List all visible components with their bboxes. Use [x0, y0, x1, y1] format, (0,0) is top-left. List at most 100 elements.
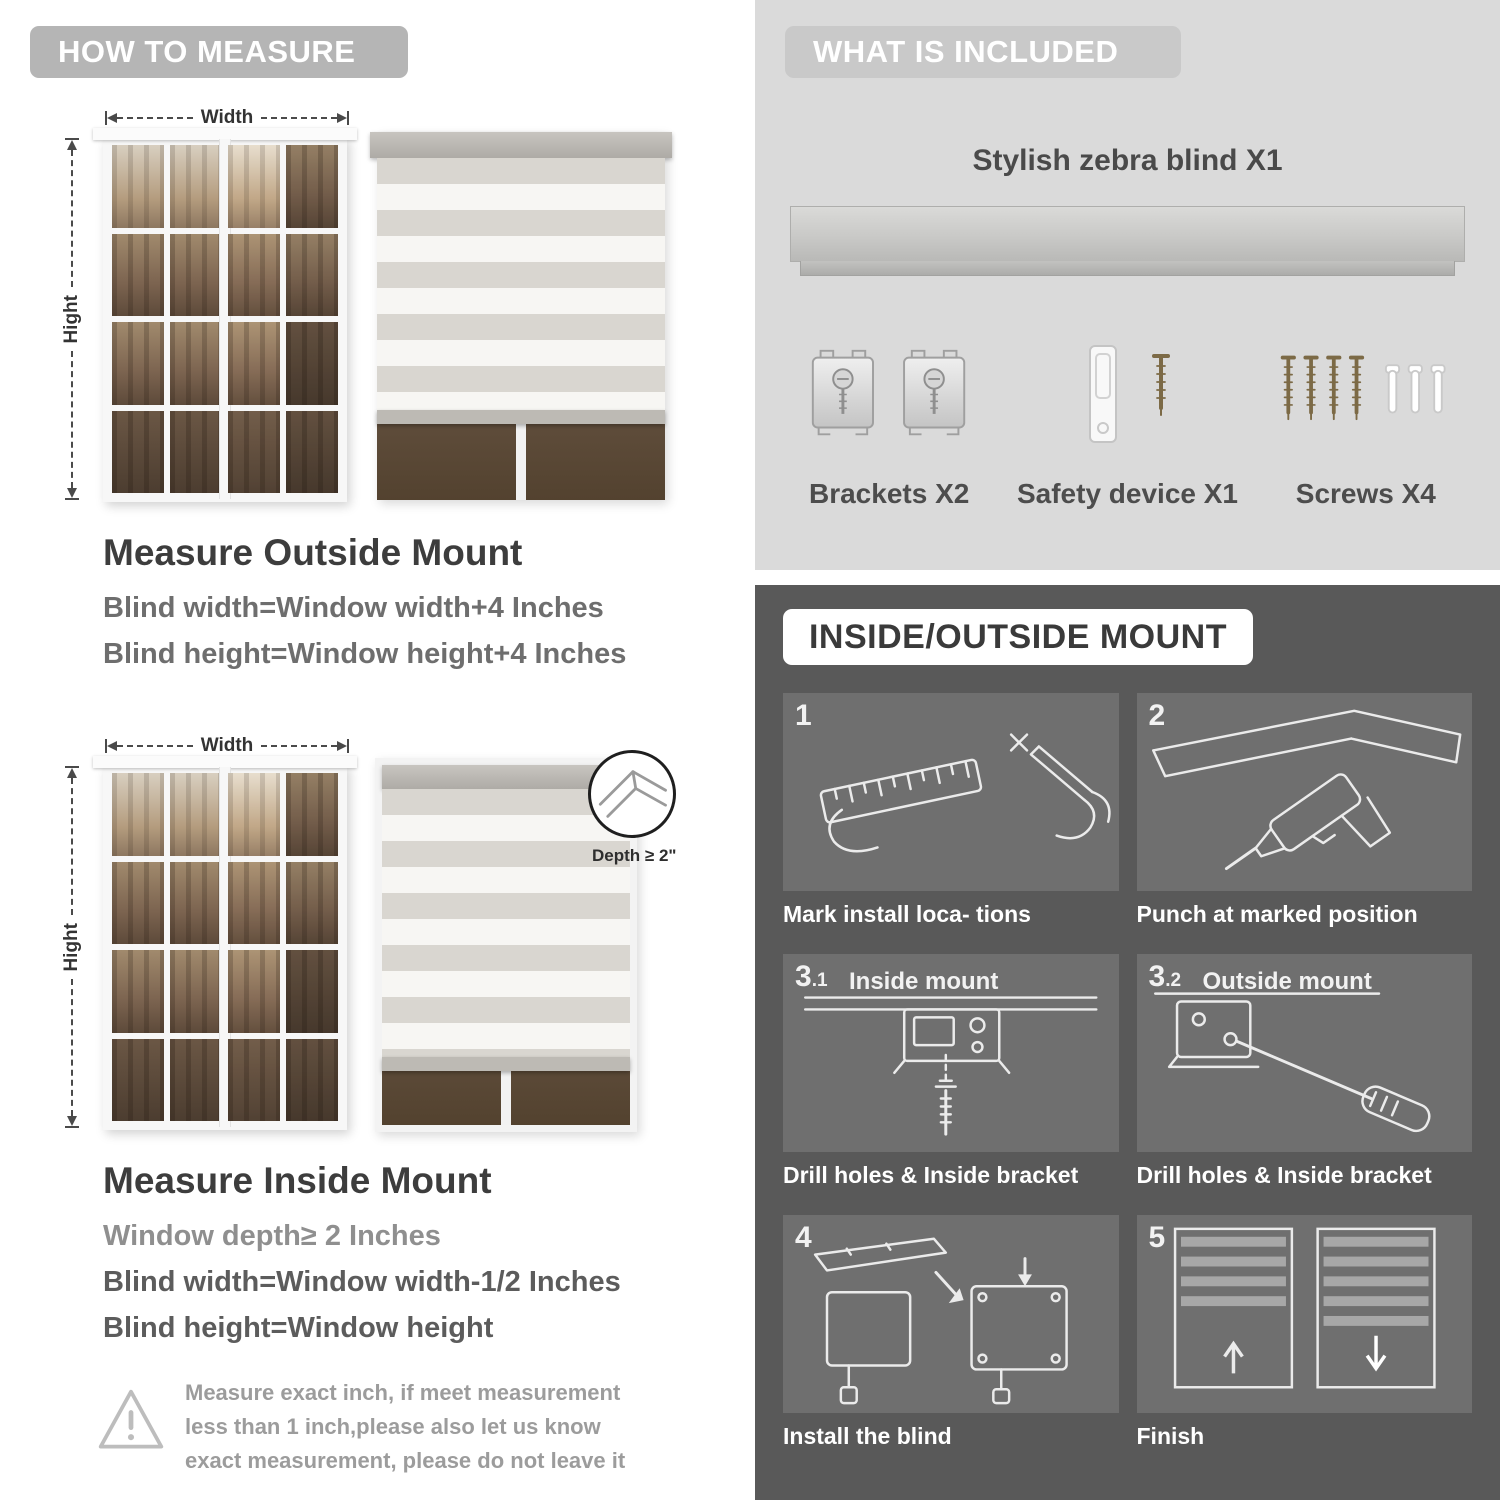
window-pane [228, 950, 280, 1033]
outside-formula-height: Blind height=Window height+4 Inches [103, 638, 627, 670]
arrow-up-icon [67, 768, 77, 778]
height-label: Hight [61, 294, 82, 344]
window-pane [228, 410, 280, 493]
safety-device-label: Safety device X1 [1016, 478, 1238, 509]
window-pane [170, 410, 222, 493]
window-pane [170, 145, 222, 228]
step-1-caption: Mark install loca- tions [783, 901, 1031, 927]
window-pane [112, 145, 164, 228]
screws-icon [1271, 320, 1461, 470]
arrow-tick [65, 766, 79, 768]
step-3-2: 3.2 Outside mount [1136, 954, 1472, 1189]
arrow-dash [117, 745, 193, 747]
frame-corner-detail-icon [598, 770, 667, 818]
step-3-1-panel: 3.1 Inside mount [783, 954, 1119, 1152]
width-dimension-arrow: Width [105, 107, 349, 128]
step-5-panel: 5 [1136, 1215, 1472, 1413]
what-is-included-header: WHAT IS INCLUDED [785, 26, 1181, 78]
arrow-dash [261, 745, 337, 747]
arrow-right-icon [337, 741, 347, 751]
mount-section-header: INSIDE/OUTSIDE MOUNT [783, 609, 1253, 665]
inside-bracket-illustration-icon [803, 996, 1098, 1136]
included-item-screws: Screws X4 [1247, 320, 1485, 510]
window-pane [170, 773, 222, 856]
included-item-safety-device: Safety device X1 [1008, 320, 1246, 510]
arrow-dash [71, 351, 73, 489]
step-1: 1 [783, 693, 1119, 928]
arrow-tick [65, 1126, 79, 1129]
window-pane [112, 322, 164, 405]
install-blind-illustration-icon [813, 1237, 1068, 1405]
arrow-dash [117, 117, 193, 119]
window-pane [286, 861, 338, 944]
blind-headrail-bottom [800, 261, 1455, 276]
height-dimension-arrow: Hight [61, 138, 82, 501]
window-pane [170, 950, 222, 1033]
brackets-label: Brackets X2 [808, 478, 970, 509]
zebra-blind-illustration-outside [370, 132, 672, 500]
blind-headrail-illustration [790, 206, 1465, 262]
step-3-2-panel: 3.2 Outside mount [1136, 954, 1472, 1152]
window-pane [228, 1038, 280, 1121]
height-dimension-arrow: Hight [61, 766, 82, 1129]
warning-triangle-icon [98, 1389, 164, 1449]
arrow-left-icon [107, 113, 117, 123]
window-pane [228, 322, 280, 405]
step-number: 2 [1148, 699, 1166, 732]
arrow-dash [261, 117, 337, 119]
arrow-down-icon [67, 1116, 77, 1127]
outside-mount-title: Measure Outside Mount [103, 532, 523, 573]
window-pane [170, 861, 222, 944]
mount-steps-grid: 1 [783, 693, 1472, 1450]
window-glass [112, 767, 338, 1127]
step-2-caption: Punch at marked position [1136, 901, 1418, 927]
window-pane [112, 1038, 164, 1121]
included-items: Brackets X2 [770, 320, 1485, 510]
what-is-included-section: WHAT IS INCLUDED Stylish zebra blind X1 [755, 0, 1500, 570]
arrow-right-icon [337, 113, 347, 123]
window-glass [112, 139, 338, 499]
window-pane [286, 1038, 338, 1121]
drill-illustration-icon [1151, 709, 1461, 871]
included-item-brackets: Brackets X2 [770, 320, 1008, 510]
window-pane [112, 773, 164, 856]
arrow-tick [347, 111, 349, 125]
window-pane [170, 322, 222, 405]
window-pane [228, 145, 280, 228]
window-pane [228, 773, 280, 856]
window-pane [112, 233, 164, 316]
step-number: 3.2 [1148, 960, 1182, 993]
step-number: 3.1 [795, 960, 828, 993]
window-illustration-inside [93, 756, 357, 1130]
arrow-dash [71, 778, 73, 915]
width-label: Width [200, 107, 254, 128]
window-pane [170, 1038, 222, 1121]
arrow-tick [105, 739, 107, 753]
inside-formula-depth: Window depth≥ 2 Inches [103, 1220, 441, 1252]
step-2: 2 Pun [1136, 693, 1472, 928]
arrow-left-icon [107, 741, 117, 751]
blind-bottomrail [377, 410, 665, 424]
brackets-icon [807, 320, 972, 470]
arrow-tick [65, 498, 79, 501]
step-5: 5 [1136, 1215, 1472, 1450]
finished-blinds-illustration-icon [1173, 1227, 1436, 1389]
window-pane [286, 410, 338, 493]
outside-formula-width: Blind width=Window width+4 Inches [103, 592, 604, 624]
arrow-down-icon [67, 488, 77, 499]
step-3-1-caption: Drill holes & Inside bracket [783, 1162, 1079, 1188]
safety-device-icon [1052, 320, 1202, 470]
step-number: 5 [1148, 1221, 1166, 1254]
height-label: Hight [61, 922, 82, 972]
measurement-warning-text: Measure exact inch, if meet measurement … [185, 1380, 626, 1474]
inside-mount-title: Measure Inside Mount [103, 1160, 492, 1201]
inside-formula-width: Blind width=Window width-1/2 Inches [103, 1266, 621, 1298]
step-3-2-caption: Drill holes & Inside bracket [1136, 1162, 1432, 1188]
outside-mount-label: Outside mount [1202, 968, 1372, 995]
step-4-caption: Install the blind [783, 1423, 952, 1449]
window-pane [170, 233, 222, 316]
arrow-up-icon [67, 140, 77, 150]
window-pane [228, 233, 280, 316]
arrow-tick [347, 739, 349, 753]
arrow-dash [71, 150, 73, 287]
